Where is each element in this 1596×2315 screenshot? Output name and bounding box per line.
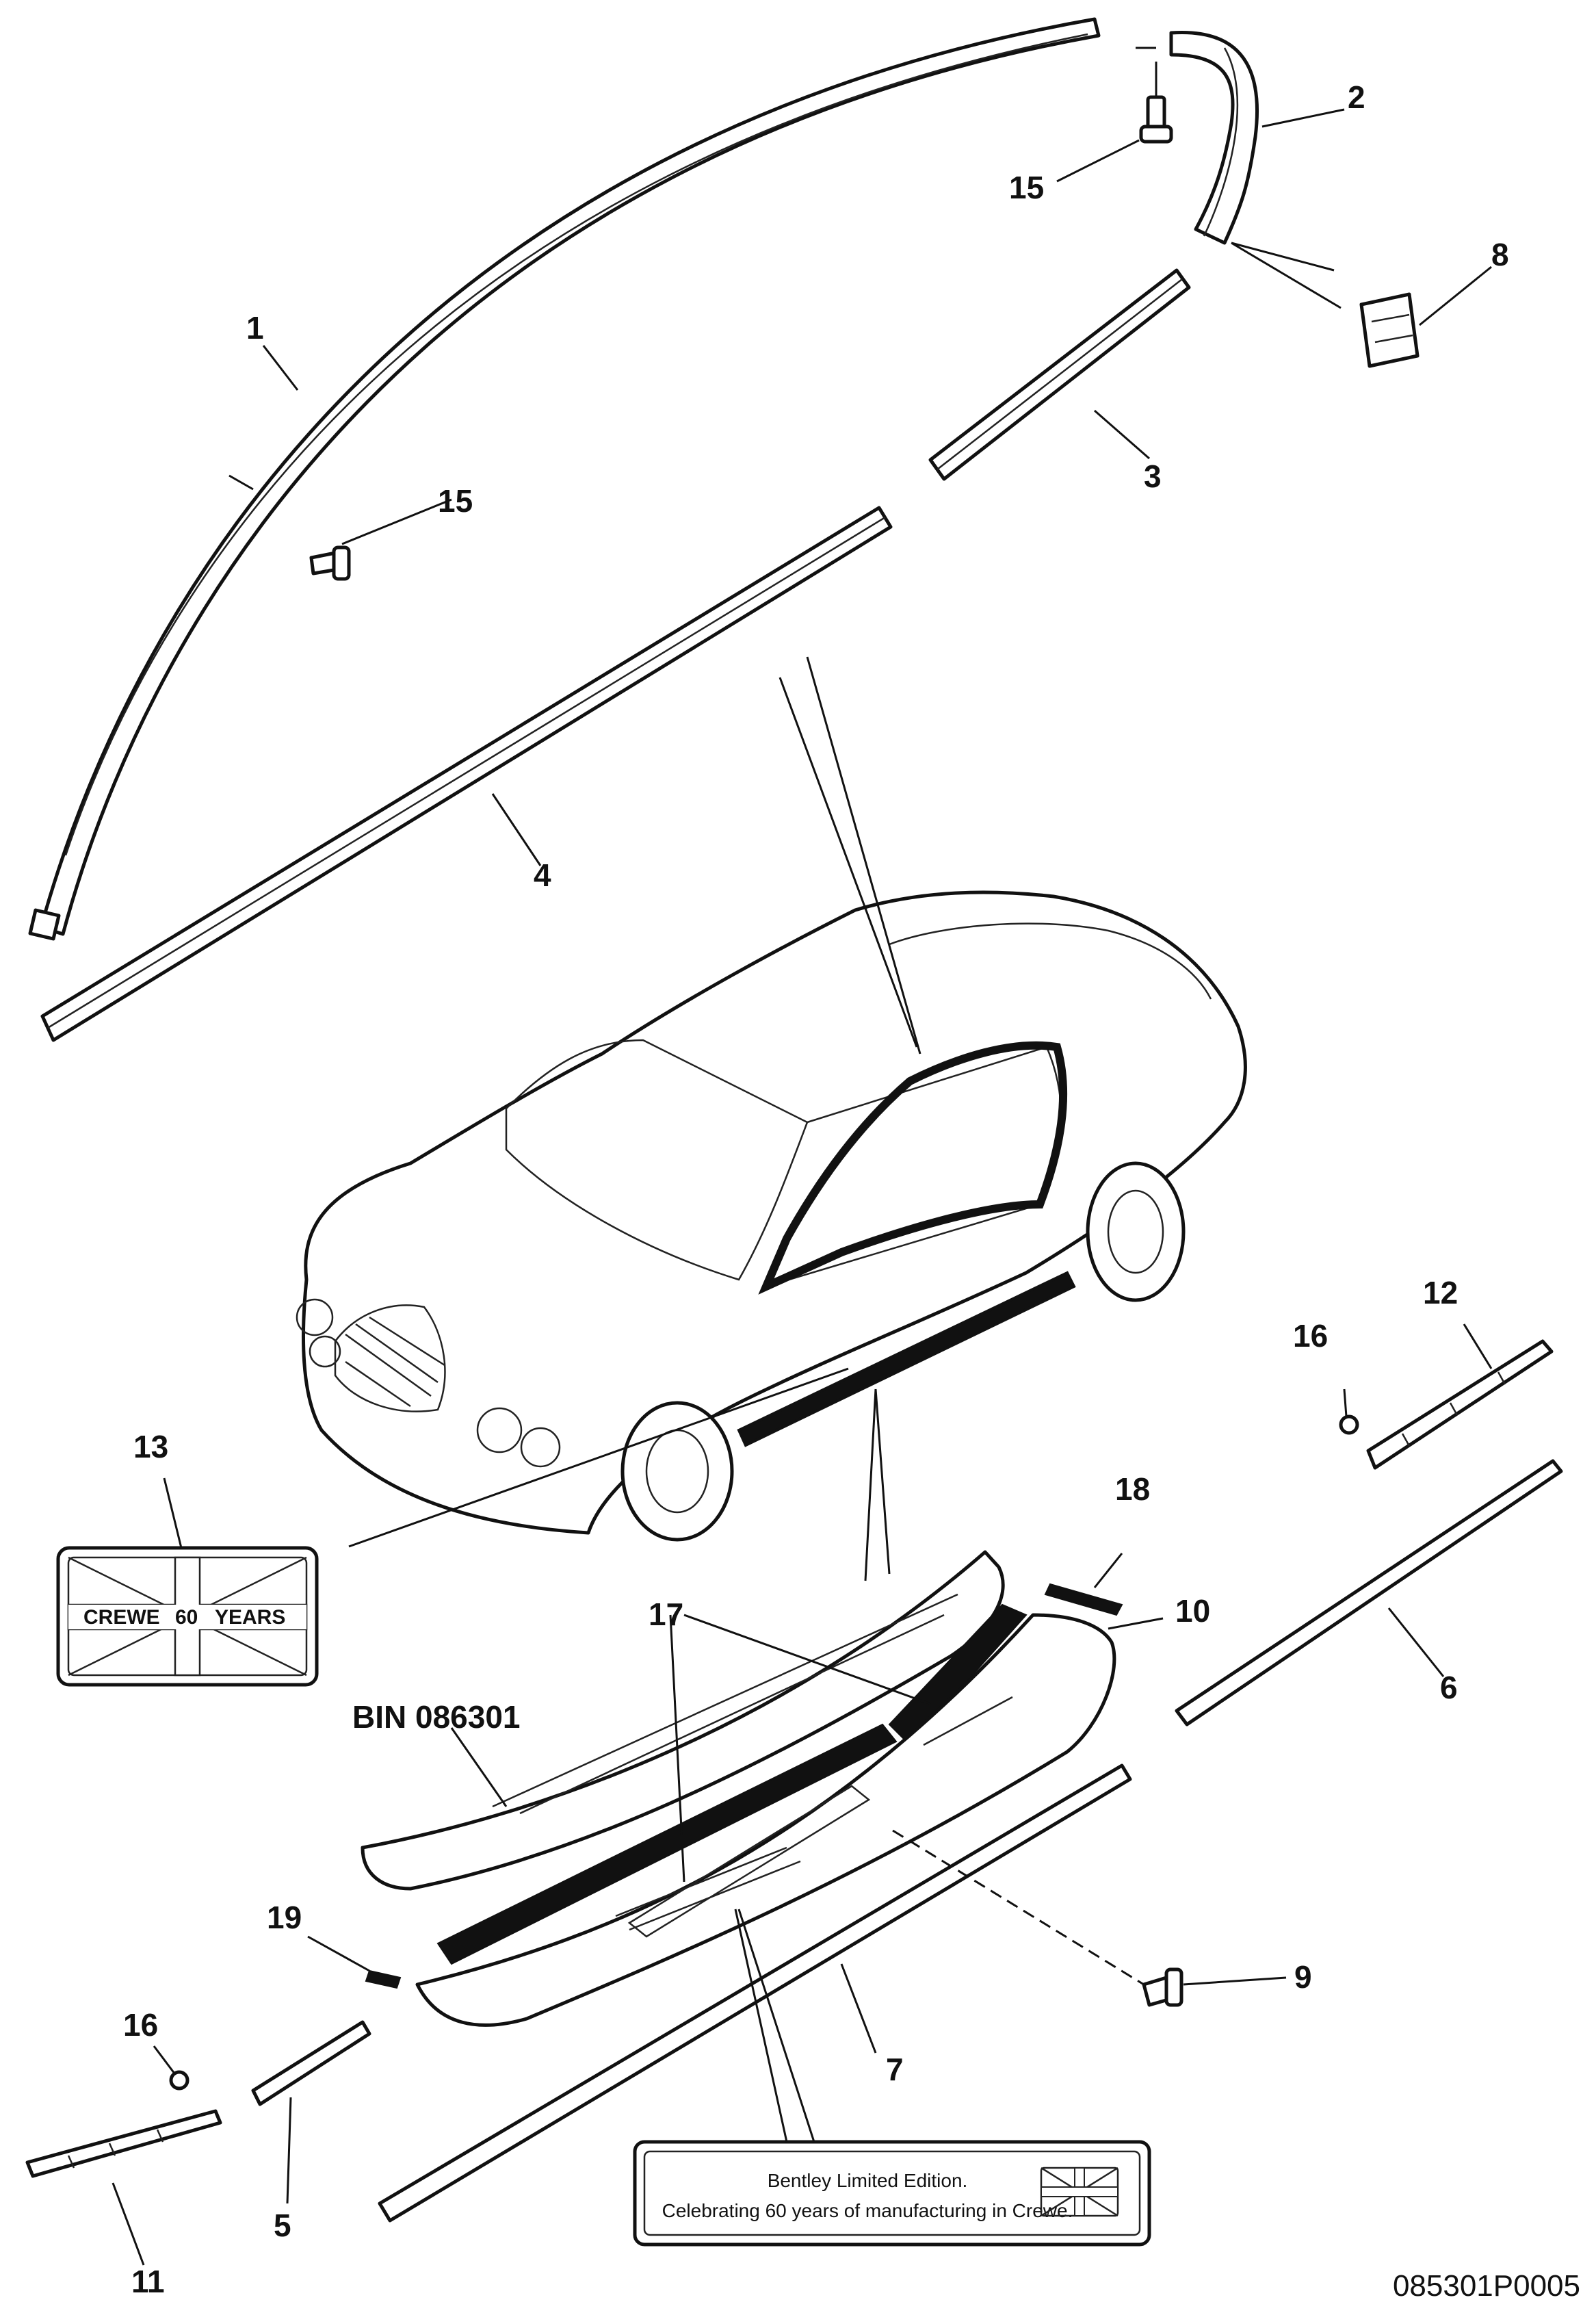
label-8: 8 <box>1491 237 1509 272</box>
part-17-strip[interactable] <box>436 1603 1028 1965</box>
label-bin-086301: BIN 086301 <box>352 1699 521 1735</box>
document-id: 085301P0005 <box>1393 2269 1580 2303</box>
limited-edition-plaque[interactable]: Bentley Limited Edition. Celebrating 60 … <box>633 2140 1151 2247</box>
part-9-fastener[interactable] <box>1142 1967 1183 2007</box>
label-5: 5 <box>274 2208 291 2243</box>
label-6: 6 <box>1440 1670 1458 1705</box>
label-4: 4 <box>534 857 551 893</box>
part-16-nut-lower[interactable] <box>169 2070 189 2091</box>
part-5-trim[interactable] <box>251 2020 371 2106</box>
union-jack-icon <box>1040 2167 1119 2217</box>
part-2-quarter-trim[interactable] <box>1169 30 1259 245</box>
label-10: 10 <box>1175 1593 1210 1629</box>
part-6-trim[interactable] <box>1175 1459 1563 1726</box>
label-9: 9 <box>1294 1959 1312 1995</box>
part-18-pad[interactable] <box>1044 1583 1123 1616</box>
part-12-trim[interactable] <box>1366 1339 1554 1470</box>
label-16-lower: 16 <box>123 2007 158 2043</box>
label-1: 1 <box>246 310 264 346</box>
part-4-belt-strip[interactable] <box>40 506 893 1042</box>
part-13-badge[interactable]: CREWE 60 YEARS <box>56 1546 319 1687</box>
part-8-clip[interactable] <box>1359 292 1420 368</box>
label-18: 18 <box>1115 1471 1150 1507</box>
label-13: 13 <box>133 1429 168 1464</box>
label-17: 17 <box>649 1596 683 1632</box>
label-15-lower: 15 <box>438 483 473 519</box>
label-16-upper: 16 <box>1293 1318 1328 1354</box>
part-10-tread-plate[interactable] <box>415 1613 1116 2027</box>
part-19-pad[interactable] <box>365 1969 402 1989</box>
plaque-line-1: Bentley Limited Edition. <box>768 2170 968 2191</box>
part-3-strip[interactable] <box>928 268 1191 481</box>
part-15-screw-lower[interactable] <box>309 545 351 581</box>
label-3: 3 <box>1144 458 1162 494</box>
part-11-trim[interactable] <box>25 2109 222 2178</box>
label-15-upper: 15 <box>1009 170 1044 205</box>
plaque-line-2: Celebrating 60 years of manufacturing in… <box>662 2200 1073 2221</box>
badge-text-right: YEARS <box>215 1606 285 1629</box>
leader-lines <box>112 47 1493 2266</box>
callout-labels: 1 2 3 4 5 6 7 8 9 10 11 12 13 15 15 16 1… <box>123 79 1509 2299</box>
part-16-nut-upper[interactable] <box>1339 1414 1359 1435</box>
badge-text-left: CREWE <box>83 1606 160 1629</box>
car-illustration <box>296 890 1247 1542</box>
part-15-screw-upper[interactable] <box>1139 95 1173 144</box>
label-11: 11 <box>131 2264 165 2299</box>
part-1-roof-trim[interactable] <box>28 17 1101 941</box>
label-2: 2 <box>1348 79 1365 115</box>
badge-text-middle: 60 <box>175 1606 198 1629</box>
label-12: 12 <box>1423 1275 1458 1310</box>
label-19: 19 <box>267 1900 302 1935</box>
label-7: 7 <box>886 2052 904 2087</box>
